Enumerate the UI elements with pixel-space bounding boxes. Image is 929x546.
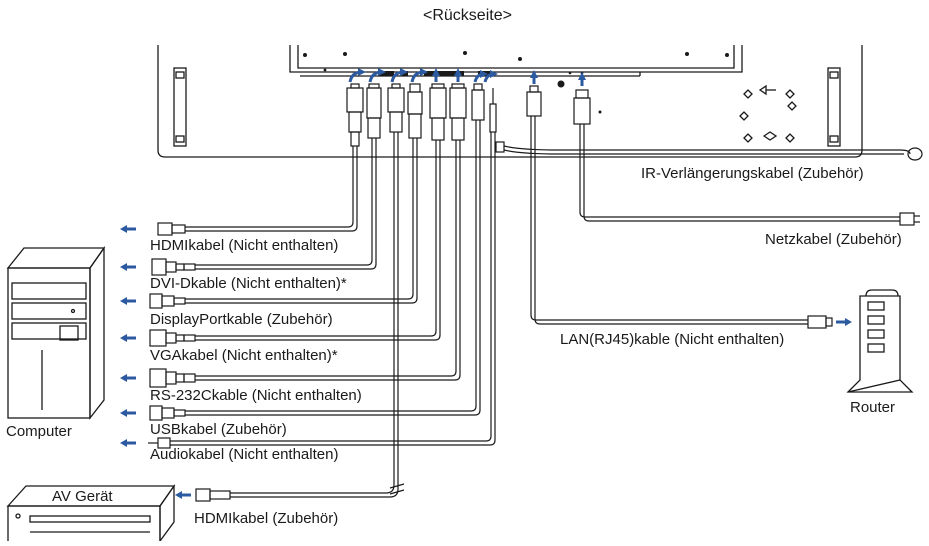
label-vga-cable: VGAkabel (Nicht enthalten)*	[150, 347, 338, 364]
monitor-screws	[303, 51, 729, 114]
label-computer: Computer	[6, 423, 72, 440]
label-hdmi-av-cable: HDMIkabel (Zubehör)	[194, 510, 339, 527]
av-device-illustration	[6, 483, 176, 543]
diagram-title: <Rückseite>	[423, 7, 512, 24]
monitor-rear	[157, 45, 863, 158]
cable-end-connectors	[148, 212, 920, 502]
label-audio-cable: Audiokabel (Nicht enthalten)	[150, 446, 339, 463]
label-rs232c-cable: RS-232Ckable (Nicht enthalten)	[150, 387, 362, 404]
router-illustration	[846, 289, 914, 393]
cable-heads	[346, 83, 591, 153]
label-dvi-cable: DVI-Dkable (Nicht enthalten)*	[150, 275, 347, 292]
label-displayport-cable: DisplayPortkable (Zubehör)	[150, 311, 333, 328]
label-usb-cable: USBkabel (Zubehör)	[150, 421, 287, 438]
label-av-device: AV Gerät	[52, 488, 113, 505]
label-ir-cable: IR-Verlängerungskabel (Zubehör)	[641, 165, 864, 182]
cable-lines	[170, 116, 911, 498]
label-hdmi-pc-cable: HDMIkabel (Nicht enthalten)	[150, 237, 339, 254]
ir-sensor	[907, 147, 923, 161]
label-lan-cable: LAN(RJ45)kable (Nicht enthalten)	[560, 331, 785, 348]
computer-illustration	[6, 245, 106, 420]
label-power-cable: Netzkabel (Zubehör)	[765, 231, 902, 248]
label-router: Router	[850, 399, 896, 416]
